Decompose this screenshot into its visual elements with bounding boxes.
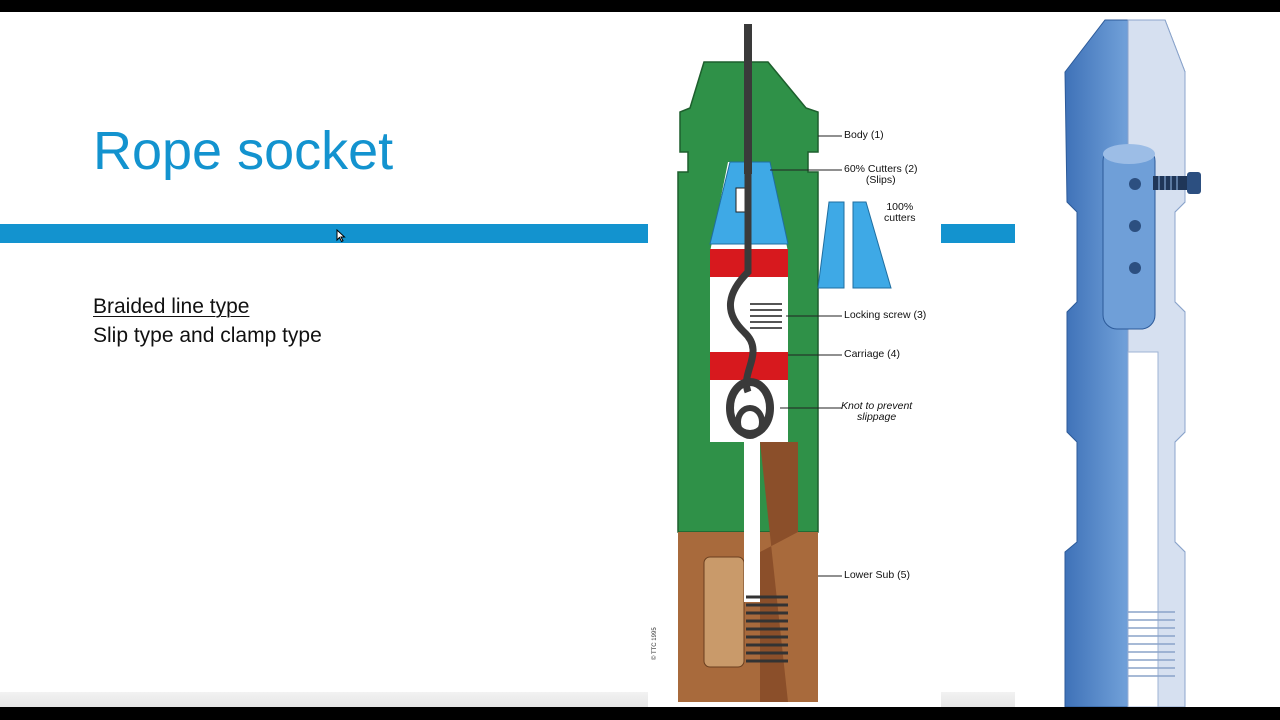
slide: Rope socket Braided line type Slip type … xyxy=(0,12,1280,707)
label-knot-line1: Knot to prevent xyxy=(841,400,913,412)
mouse-cursor-icon xyxy=(336,229,346,243)
copyright-note: © TTC 1995 xyxy=(652,627,658,660)
label-locking-screw: Locking screw (3) xyxy=(844,309,927,321)
bullet-braided-line: Braided line type xyxy=(93,295,250,318)
label-body: Body (1) xyxy=(844,129,884,141)
label-full-cutters: 100% cutters xyxy=(884,202,916,224)
accent-band-right xyxy=(941,224,1015,243)
bottom-strip-right xyxy=(941,692,1015,707)
label-full-cutters-line1: 100% xyxy=(886,201,914,213)
label-knot: Knot to prevent slippage xyxy=(841,401,912,423)
rope-socket-render xyxy=(1015,12,1280,707)
bullet-list: Braided line type Slip type and clamp ty… xyxy=(93,292,322,350)
label-cutters: 60% Cutters (2) (Slips) xyxy=(844,164,918,186)
bullet-slip-clamp: Slip type and clamp type xyxy=(93,324,322,347)
rope-socket-diagram: Body (1) 60% Cutters (2) (Slips) 100% cu… xyxy=(648,12,941,707)
slide-title: Rope socket xyxy=(93,121,394,181)
label-full-cutters-line2: cutters xyxy=(884,212,916,224)
label-cutters-line1: 60% Cutters (2) xyxy=(844,163,918,175)
diagram-drawing xyxy=(677,24,892,702)
render-drawing xyxy=(1064,19,1201,707)
bottom-strip-left xyxy=(0,692,648,707)
label-lower-sub: Lower Sub (5) xyxy=(844,569,910,581)
label-carriage: Carriage (4) xyxy=(844,348,901,360)
label-knot-line2: slippage xyxy=(857,411,897,423)
label-cutters-line2: (Slips) xyxy=(865,174,896,186)
accent-band-left xyxy=(0,224,648,243)
